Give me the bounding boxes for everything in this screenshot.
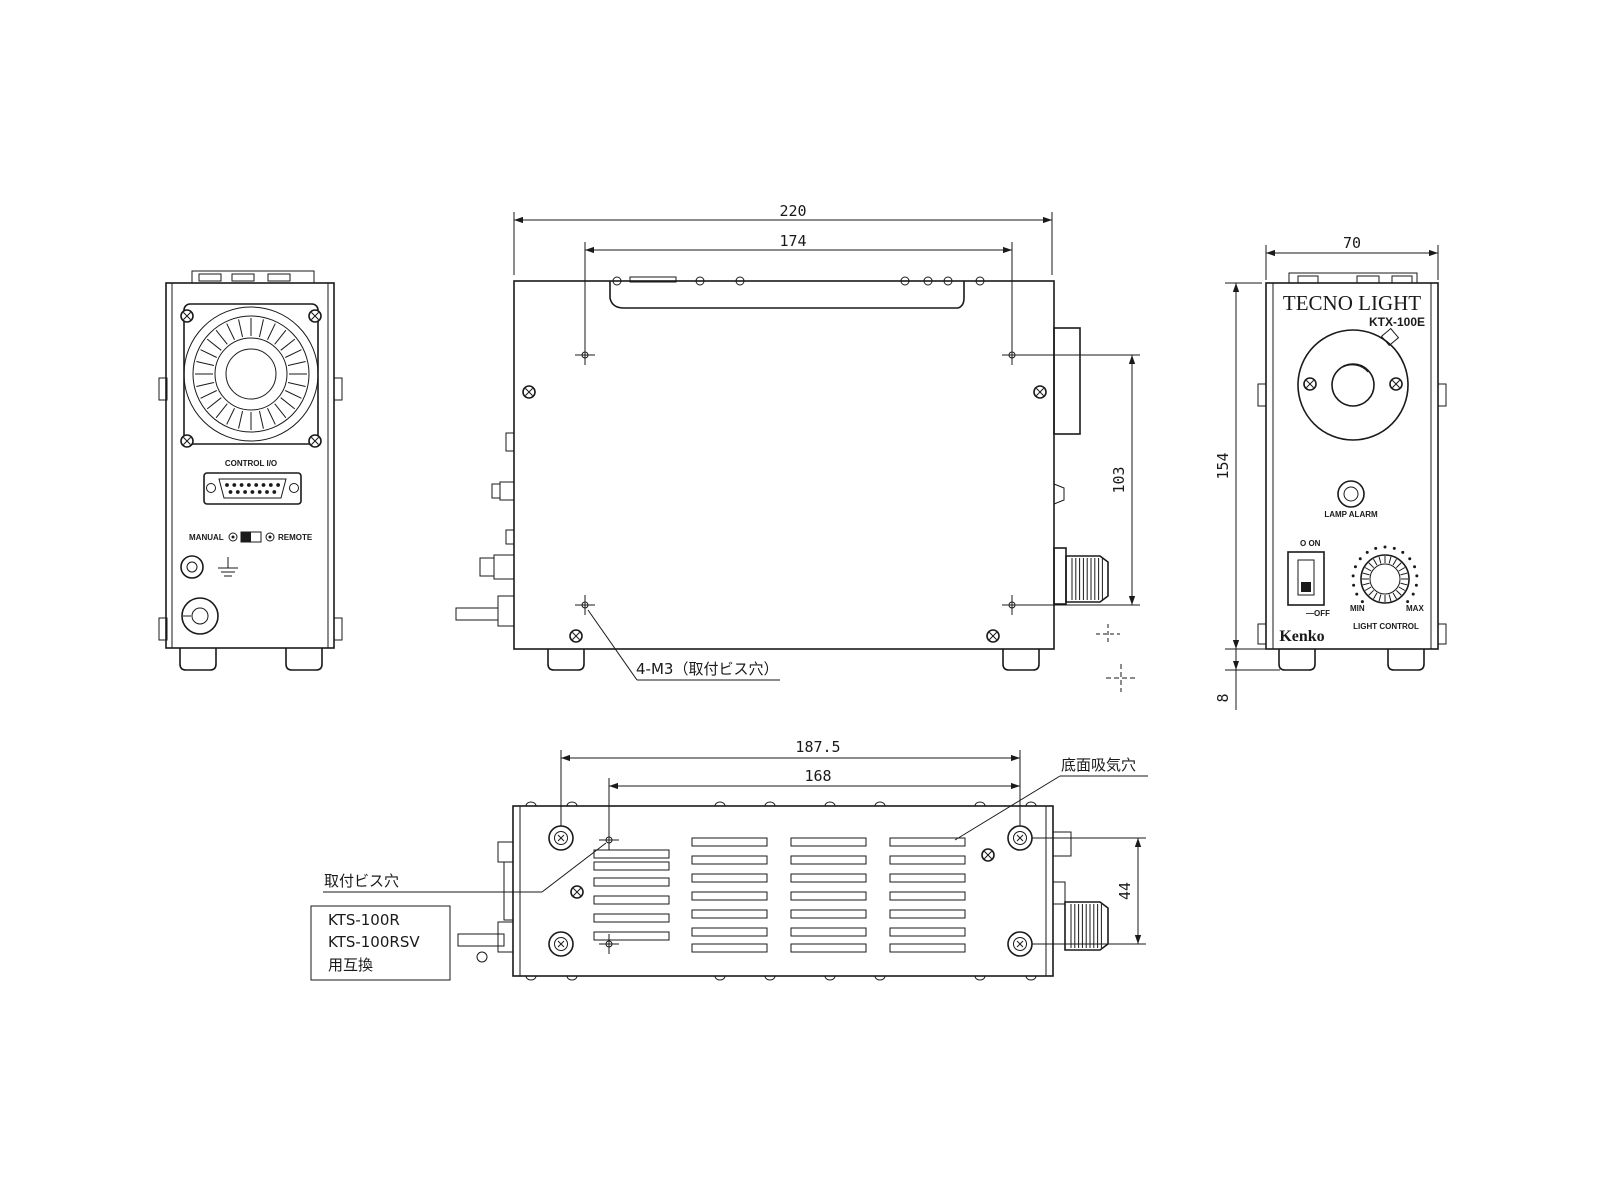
fan-screw-icon: [180, 309, 194, 323]
callout-mount-leader: [541, 842, 607, 893]
front-view: 70 TECNO LIGHT KTX-100E LAMP ALARM O ON: [1214, 234, 1447, 710]
power-inlet[interactable]: [181, 597, 219, 635]
dimmer-scale: [1351, 545, 1419, 604]
ground-icon: [218, 557, 238, 577]
rear-foot-left: [179, 648, 217, 671]
control-io-label: CONTROL I/O: [225, 459, 277, 468]
manual-indicator-icon: [228, 532, 238, 542]
ground-terminal[interactable]: [180, 555, 204, 579]
model-label: KTX-100E: [1369, 315, 1425, 329]
compat-line2: KTS-100RSV: [328, 933, 420, 951]
bottom-screw-icon: [981, 848, 995, 862]
maker-label: Kenko: [1279, 628, 1324, 645]
port-screw-icon: [1303, 377, 1317, 391]
rear-view: CONTROL I/O MANUAL REMOTE: [158, 270, 343, 671]
compat-line1: KTS-100R: [328, 911, 400, 929]
lamp-alarm-indicator-icon: [1337, 480, 1365, 508]
fan-screw-icon: [308, 434, 322, 448]
dim-174-label: 174: [779, 232, 806, 250]
mount-hole-marker: [1001, 594, 1023, 616]
side-foot: [547, 649, 585, 671]
intake-vents: [593, 837, 966, 953]
handle-recess: [609, 281, 965, 309]
side-body: [513, 280, 1055, 650]
switch-off-label: —OFF: [1306, 609, 1330, 618]
dimmer-knob-side[interactable]: [1065, 555, 1109, 603]
mount-hole-marker: [1001, 344, 1023, 366]
port-screw-icon: [1389, 377, 1403, 391]
power-cord-bottom: [457, 933, 505, 947]
front-foot: [1387, 649, 1425, 671]
side-screw-icon: [569, 629, 583, 643]
mount-hole-marker: [574, 344, 596, 366]
dim-220-label: 220: [779, 202, 806, 220]
mount-hole-marker: [598, 829, 620, 851]
bottom-body: [512, 805, 1054, 977]
dim-103-label: 103: [1110, 466, 1128, 493]
port-lock-lever[interactable]: [1380, 327, 1400, 347]
dim-44-label: 44: [1116, 882, 1134, 900]
bottom-screw-icon: [570, 885, 584, 899]
callout-mount-label: 取付ビス穴: [324, 872, 399, 890]
rear-terminal-side: [493, 554, 515, 580]
foot-screw-icon: [548, 931, 574, 957]
foot-screw-icon: [548, 825, 574, 851]
callout-intake-label: 底面吸気穴: [1061, 756, 1136, 774]
fan-grille: [183, 303, 319, 445]
dim-70-label: 70: [1343, 234, 1361, 252]
light-control-label: LIGHT CONTROL: [1353, 622, 1419, 631]
mount-hole-marker: [574, 594, 596, 616]
switch-on-label: O ON: [1300, 539, 1321, 548]
manual-label: MANUAL: [189, 533, 224, 542]
foot-screw-icon: [1007, 931, 1033, 957]
side-screw-icon: [1033, 385, 1047, 399]
side-foot: [1002, 649, 1040, 671]
side-screw-icon: [986, 629, 1000, 643]
lamp-port-flange: [1297, 329, 1409, 441]
min-label: MIN: [1350, 604, 1365, 613]
mount-hole-marker: [598, 933, 620, 955]
max-label: MAX: [1406, 604, 1424, 613]
lamp-alarm-label: LAMP ALARM: [1324, 510, 1378, 519]
dim-154-label: 154: [1214, 452, 1232, 479]
callout-intake-leader: [954, 775, 1061, 841]
compat-note-box: [310, 905, 451, 981]
foot-screw-icon: [1007, 825, 1033, 851]
power-switch[interactable]: [1287, 551, 1325, 606]
power-cord-side: [455, 607, 499, 621]
brand-label: TECNO LIGHT: [1283, 291, 1421, 315]
dim-8-label: 8: [1214, 693, 1232, 702]
rear-foot-right: [285, 648, 323, 671]
fan-screw-icon: [180, 434, 194, 448]
remote-label: REMOTE: [278, 533, 313, 542]
front-foot: [1278, 649, 1316, 671]
dim-187-5-label: 187.5: [795, 738, 840, 756]
callout-4m3-label: 4-M3（取付ビス穴）: [636, 660, 778, 678]
fan-screw-icon: [308, 309, 322, 323]
side-view: 220 174: [455, 202, 1140, 692]
remote-indicator-icon: [265, 532, 275, 542]
bottom-view: 187.5 168: [310, 738, 1148, 981]
side-screw-icon: [522, 385, 536, 399]
light-control-knob[interactable]: [1360, 554, 1410, 604]
dim-168-label: 168: [804, 767, 831, 785]
dsub-connector[interactable]: [203, 472, 302, 505]
compat-line3: 用互換: [328, 956, 373, 974]
light-guide-port[interactable]: [1331, 363, 1375, 407]
lamp-housing-side: [1053, 327, 1081, 435]
